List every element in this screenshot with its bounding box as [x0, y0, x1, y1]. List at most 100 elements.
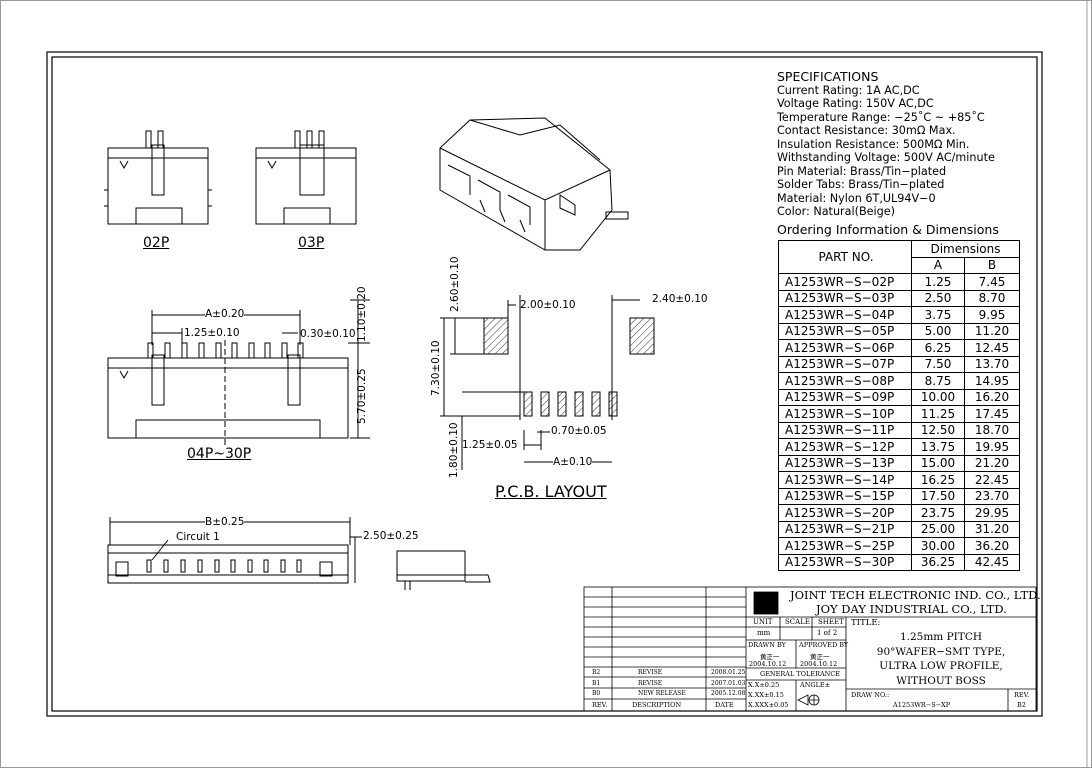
revision-desc: REVISE [638, 680, 663, 687]
label-circuit-1: Circuit 1 [176, 531, 220, 543]
dim-height-570: 5.70±0.25 [356, 368, 368, 424]
cell-b: 42.45 [964, 553, 1020, 571]
view-side [396, 550, 491, 590]
cell-part: A1253WR−S−08P [778, 372, 912, 390]
revision-date: 2007.01.03 [711, 680, 746, 687]
revision-desc: NEW RELEASE [638, 690, 686, 697]
title-block [583, 586, 1037, 712]
company-name-1: JOINT TECH ELECTRONIC IND. CO., LTD. [790, 588, 1041, 602]
cell-part: A1253WR−S−25P [778, 537, 912, 555]
cell-b: 18.70 [964, 421, 1020, 439]
cell-b: 8.70 [964, 289, 1020, 307]
revision-rev: B2 [592, 669, 601, 676]
view-03p [255, 130, 357, 225]
drawn-name: 黄正一 [760, 653, 780, 661]
title-label: TITLE: [851, 618, 881, 628]
cell-a: 1.25 [911, 273, 965, 291]
dim-height-110: 1.10±0.20 [356, 286, 368, 342]
cell-part: A1253WR−S−12P [778, 438, 912, 456]
outer-border [46, 51, 1043, 717]
cell-a: 10.00 [911, 388, 965, 406]
dim-pcb-730: 7.30±0.10 [430, 340, 442, 396]
col-part-no: PART NO. [778, 240, 912, 274]
spec-line: Insulation Resistance: 500MΩ Min. [777, 137, 970, 151]
inner-border [51, 56, 1038, 712]
spec-line: Material: Nylon 6T,UL94V−0 [777, 191, 936, 205]
cell-part: A1253WR−S−15P [778, 487, 912, 505]
dim-height-250: 2.50±0.25 [363, 530, 419, 542]
draw-no-label: DRAW NO.: [851, 691, 890, 699]
cell-part: A1253WR−S−09P [778, 388, 912, 406]
label-pcb-layout: P.C.B. LAYOUT [495, 482, 607, 501]
cell-b: 7.45 [964, 273, 1020, 291]
cell-part: A1253WR−S−30P [778, 553, 912, 571]
angle-tolerance: ANGLE± [800, 681, 831, 689]
cell-part: A1253WR−S−20P [778, 504, 912, 522]
cell-b: 29.95 [964, 504, 1020, 522]
cell-part: A1253WR−S−03P [778, 289, 912, 307]
approved-date: 2004.10.12 [800, 660, 838, 668]
revision-date: 2005.12.08 [711, 690, 746, 697]
cell-a: 23.75 [911, 504, 965, 522]
revision-desc: REVISE [638, 669, 663, 676]
cell-b: 21.20 [964, 454, 1020, 472]
view-04p-30p [107, 299, 370, 445]
cell-b: 36.20 [964, 537, 1020, 555]
view-pcb-layout [440, 295, 655, 470]
cell-part: A1253WR−S−11P [778, 421, 912, 439]
col-dimensions: Dimensions [911, 240, 1020, 258]
approved-by-label: APPROVED BY [799, 641, 849, 649]
description-head: DESCRIPTION [632, 701, 682, 709]
general-tolerance-label: GENERAL TOLERANCE [760, 670, 841, 678]
ordering-title: Ordering Information & Dimensions [777, 222, 999, 237]
scale-label: SCALE [785, 618, 810, 626]
company-name-2: JOY DAY INDUSTRIAL CO., LTD. [816, 602, 1007, 616]
cell-a: 25.00 [911, 520, 965, 538]
spec-line: Contact Resistance: 30mΩ Max. [777, 124, 956, 137]
cell-part: A1253WR−S−05P [778, 322, 912, 340]
title-line: WITHOUT BOSS [896, 674, 986, 687]
cell-part: A1253WR−S−14P [778, 471, 912, 489]
cell-a: 8.75 [911, 372, 965, 390]
date-head: DATE [715, 701, 734, 709]
spec-line: Color: Natural(Beige) [777, 205, 895, 218]
cell-a: 6.25 [911, 339, 965, 357]
tolerance-1: X.X±0.25 [748, 681, 780, 689]
cell-a: 36.25 [911, 553, 965, 571]
cell-a: 12.50 [911, 421, 965, 439]
spec-line: Current Rating: 1A AC,DC [777, 83, 920, 97]
drawn-date: 2004.10.12 [749, 660, 787, 668]
cell-b: 23.70 [964, 487, 1020, 505]
title-line: ULTRA LOW PROFILE, [879, 660, 1003, 672]
dim-pcb-125: 1.25±0.05 [462, 439, 518, 451]
cell-b: 11.20 [964, 322, 1020, 340]
tolerance-3: X.XXX±0.05 [748, 701, 789, 709]
rev-value: B2 [1017, 701, 1026, 709]
cell-part: A1253WR−S−21P [778, 520, 912, 538]
cell-b: 9.95 [964, 306, 1020, 324]
dim-pitch: 1.25±0.10 [184, 327, 240, 339]
dim-pcb-180: 1.80±0.10 [448, 422, 460, 478]
cell-a: 11.25 [911, 405, 965, 423]
dim-pin-width: 0.30±0.10 [300, 328, 356, 340]
cell-a: 17.50 [911, 487, 965, 505]
cell-a: 3.75 [911, 306, 965, 324]
spec-line: Solder Tabs: Brass/Tin−plated [777, 178, 945, 191]
cell-b: 16.20 [964, 388, 1020, 406]
cell-b: 22.45 [964, 471, 1020, 489]
dim-pcb-240: 2.40±0.10 [652, 293, 708, 305]
cell-part: A1253WR−S−10P [778, 405, 912, 423]
